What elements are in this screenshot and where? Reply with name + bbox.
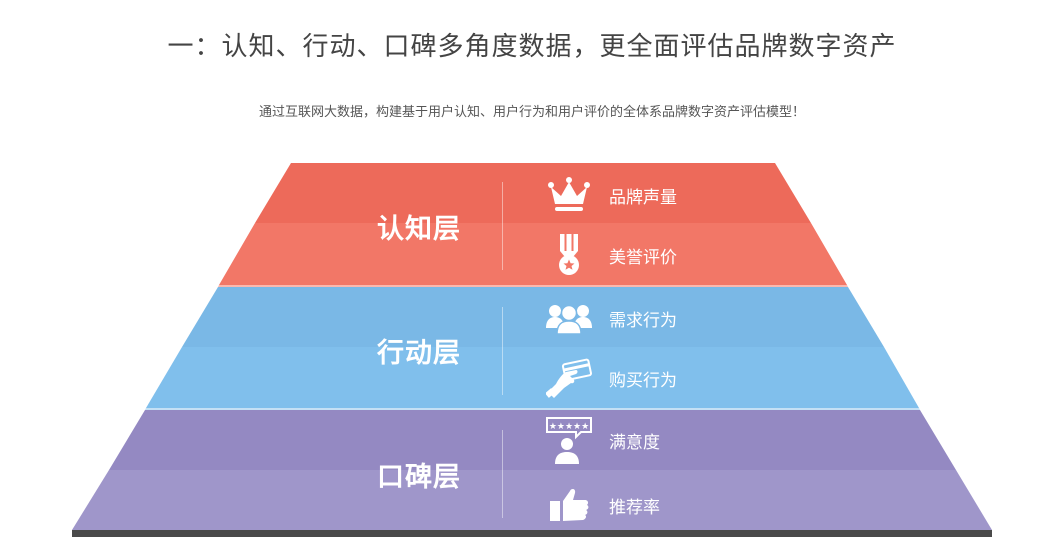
layer-action-shape [145,287,920,410]
layer-label-reputation: 口碑层 [377,462,461,493]
layer-cognition-shape [218,163,848,287]
thumbs-up-icon [545,485,593,525]
pyramid-base-bar [72,530,992,537]
users-group-icon [545,298,593,338]
layer-divider [502,307,503,395]
item-demand-behavior: 需求行为 [545,298,677,338]
item-label: 美誉评价 [609,247,677,268]
item-label: 购买行为 [609,370,677,391]
layer-label-cognition: 认知层 [377,214,461,245]
layer-divider [502,430,503,518]
item-label: 满意度 [609,432,660,453]
item-satisfaction: ★★★★★ 满意度 [545,417,660,464]
hand-card-icon [545,358,593,398]
medal-icon [545,234,593,275]
item-label: 品牌声量 [609,187,677,208]
svg-text:★★★★★: ★★★★★ [549,422,589,432]
item-label: 推荐率 [609,497,660,518]
rating-user-icon: ★★★★★ [545,417,593,464]
page-subtitle: 通过互联网大数据，构建基于用户认知、用户行为和用户评价的全体系品牌数字资产评估模… [258,105,805,120]
layer-divider [502,182,503,270]
item-brand-volume: 品牌声量 [545,175,677,215]
item-reputation-review: 美誉评价 [545,234,677,275]
item-recommendation-rate: 推荐率 [545,485,660,525]
item-purchase-behavior: 购买行为 [545,358,677,398]
layer-reputation-shape [72,410,992,530]
layer-label-action: 行动层 [377,338,461,369]
crown-icon [545,175,593,215]
page-title: 一：认知、行动、口碑多角度数据，更全面评估品牌数字资产 [167,32,897,62]
item-label: 需求行为 [609,310,677,331]
